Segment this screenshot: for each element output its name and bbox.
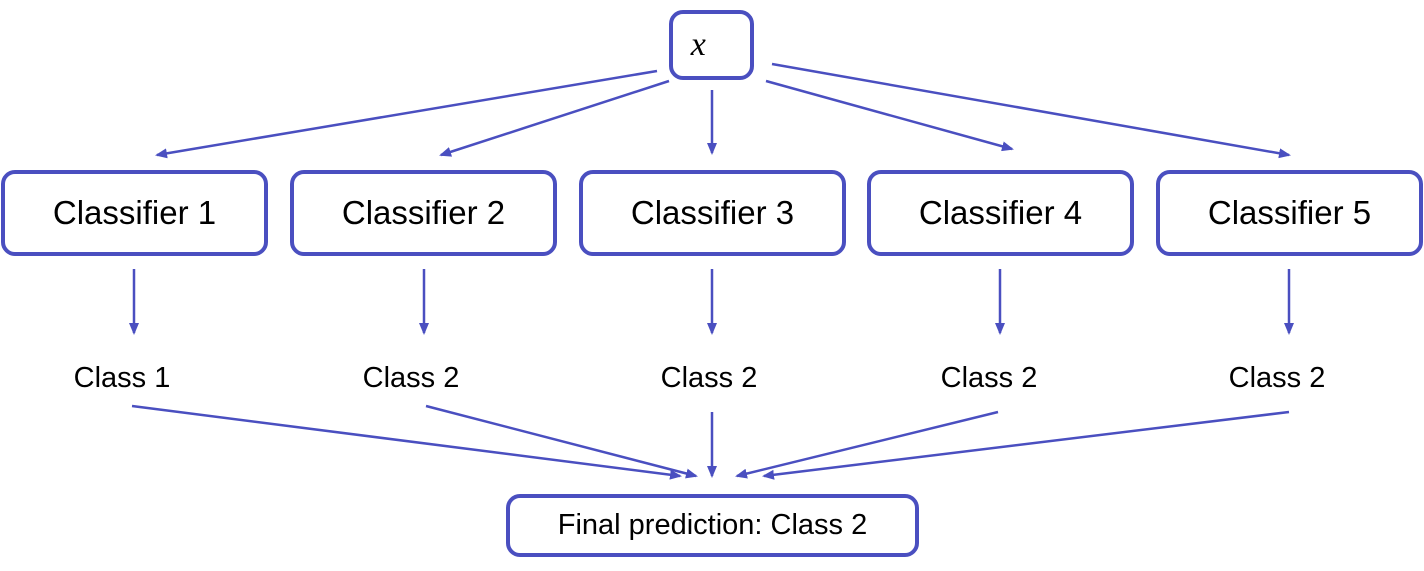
classifier-2-box: Classifier 2 <box>290 170 557 256</box>
classifier-3-label: Classifier 3 <box>630 194 795 231</box>
arrow-input-to-classifier-5 <box>771 62 1291 159</box>
arrow-output-5-to-final <box>762 410 1290 480</box>
classifier-1-box: Classifier 1 <box>1 170 268 256</box>
classifier-3-box: Classifier 3 <box>579 170 846 256</box>
arrow-input-to-classifier-1 <box>155 69 658 159</box>
arrow-input-to-classifier-2 <box>439 79 670 157</box>
classifier-1-output: Class 1 <box>73 362 171 394</box>
input-vector-box: x⃗ <box>669 10 754 80</box>
classifier-5-label: Classifier 5 <box>1207 194 1372 231</box>
classifier-4-output: Class 2 <box>940 362 1038 394</box>
final-prediction-box: Final prediction: Class 2 <box>506 494 919 557</box>
classifier-1-label: Classifier 1 <box>52 194 217 231</box>
classifier-4-box: Classifier 4 <box>867 170 1134 256</box>
arrow-input-to-classifier-4 <box>765 79 1014 152</box>
arrow-output-1-to-final <box>131 404 682 480</box>
classifier-5-output: Class 2 <box>1228 362 1326 394</box>
classifier-5-box: Classifier 5 <box>1156 170 1423 256</box>
classifier-2-output: Class 2 <box>362 362 460 394</box>
arrow-output-2-to-final <box>425 404 698 479</box>
classifier-4-label: Classifier 4 <box>918 194 1083 231</box>
classifier-2-label: Classifier 2 <box>341 194 506 231</box>
final-prediction-label: Final prediction: Class 2 <box>557 509 868 541</box>
arrow-output-4-to-final <box>735 410 999 479</box>
classifier-3-output: Class 2 <box>660 362 758 394</box>
input-vector-label: x⃗ <box>690 26 733 63</box>
